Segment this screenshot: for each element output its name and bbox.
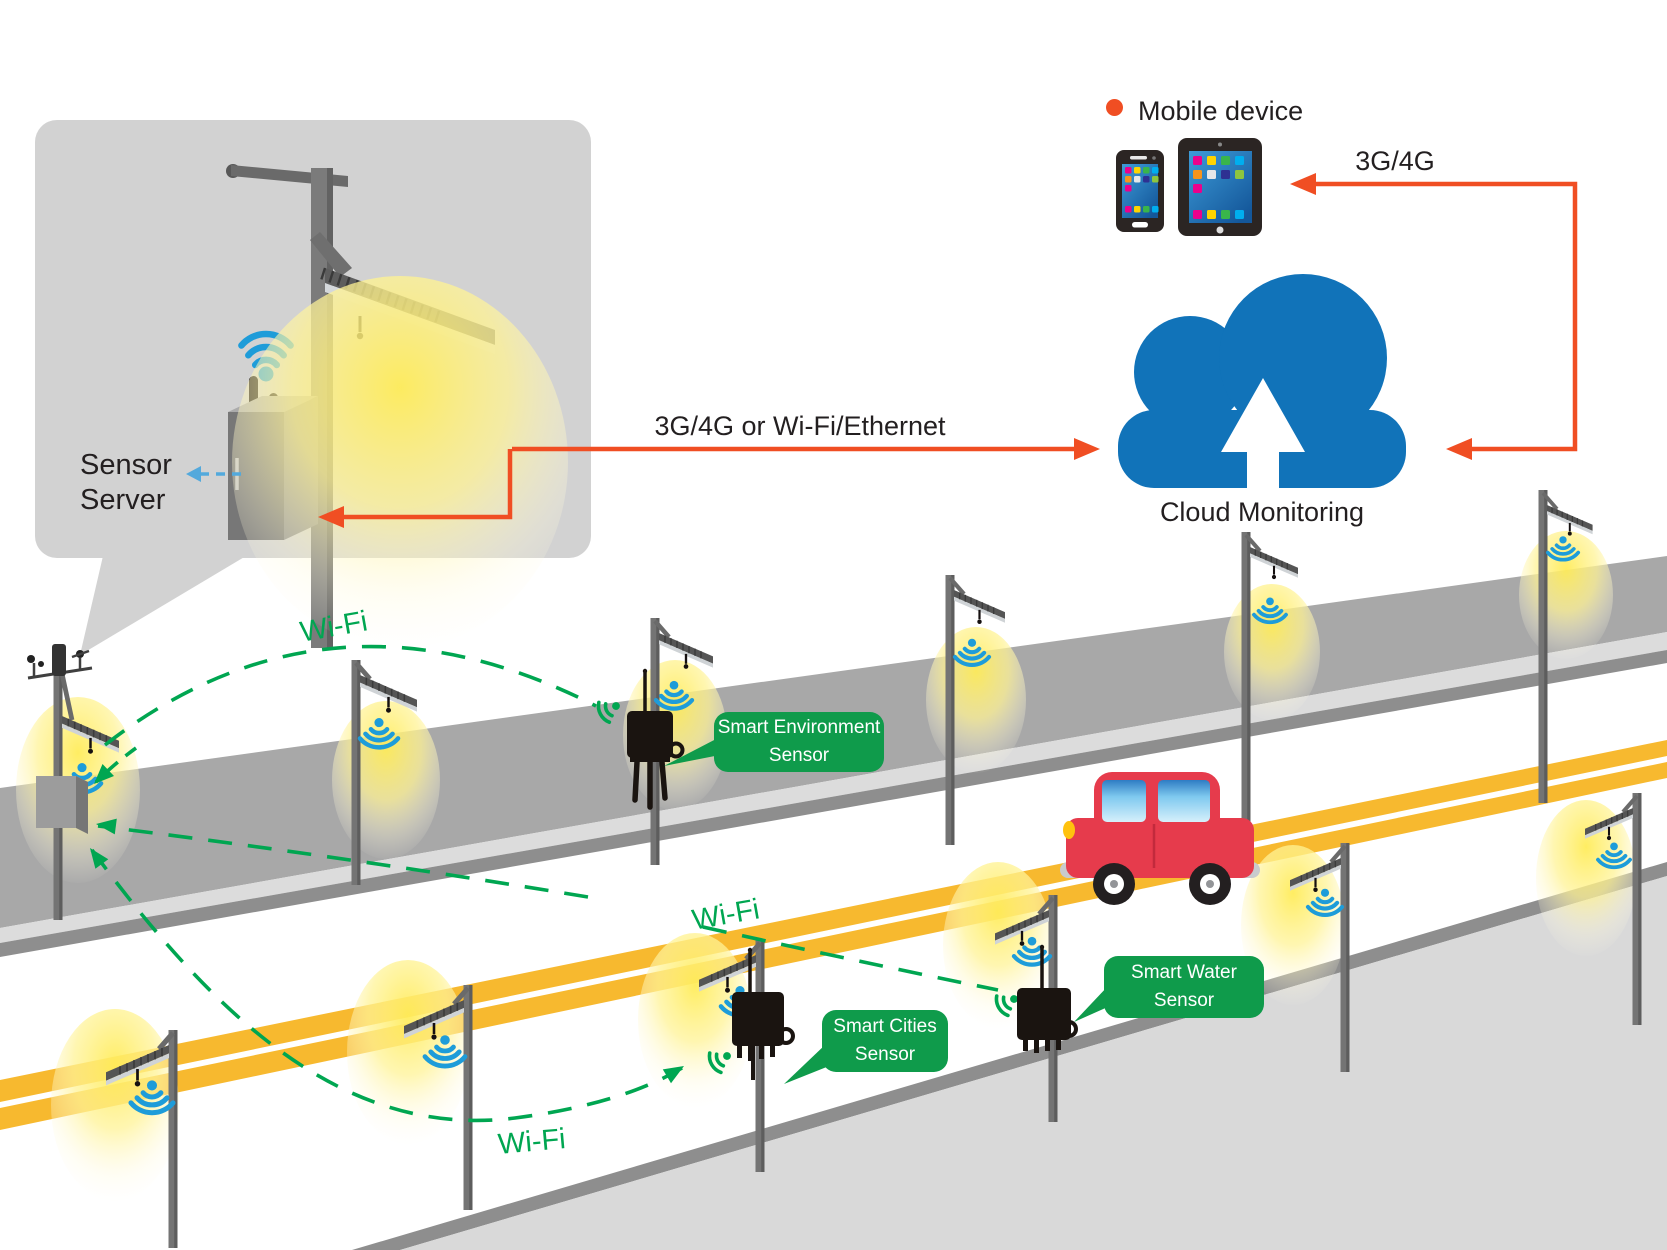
cloud-monitoring-label: Cloud Monitoring [1159,497,1365,527]
wifi-down-icon [128,1080,176,1116]
street-light-icon [404,985,473,1210]
app-icon [1125,185,1132,192]
environment-sensor-bubble: Smart Environment Sensor [664,712,884,772]
app-icon [1207,156,1216,165]
app-icon [1193,210,1202,219]
orange-dot-icon [1106,99,1123,116]
app-icon [1221,156,1230,165]
app-icon [1152,176,1159,183]
app-icon [1207,170,1216,179]
app-icon [1143,206,1150,213]
wifi-down-icon [1545,536,1581,562]
street-light-icon [1241,532,1298,823]
rf-signal-icon [707,1051,731,1075]
wifi-link-arc [90,848,683,1123]
app-icon [1152,206,1159,213]
app-icon [1193,184,1202,193]
wifi-down-icon [1596,842,1632,870]
rf-signal-icon [596,700,620,725]
environment-sensor-device [627,668,685,810]
light-cone [943,862,1053,1028]
weather-station-icon [27,644,93,680]
cities-sensor-device [732,947,795,1080]
light-cones [16,276,1636,1201]
rf-signal-icons [596,700,1018,1075]
car-icon [1060,772,1260,905]
rf-signal-icon [994,994,1018,1018]
wifi-down-icon [1252,597,1288,625]
light-cone [347,960,469,1144]
light-cone [1519,531,1613,659]
street-light-icon [1585,793,1642,1025]
app-icon [1221,210,1230,219]
light-cone [1536,800,1636,956]
inset-pointer [80,556,246,655]
wifi-down-icon [653,680,695,711]
wifi-link-arc [702,925,999,992]
sensor-server-pointer [186,466,248,482]
smartphone-icon [1116,150,1164,232]
light-cone [332,701,440,859]
cloud-monitoring-icon [1118,274,1406,488]
wifi-down-icon [1305,888,1345,917]
app-icon [1221,170,1230,179]
network-links [344,181,1578,520]
street-light-icon [1290,843,1350,1072]
wifi-down-icon [422,1035,468,1069]
app-icon [1235,170,1244,179]
app-icon [1235,156,1244,165]
cities-sensor-bubble: Smart Cities Sensor [784,1010,948,1084]
wifi-link-arc [97,824,589,899]
sensor-server-label: Sensor Server [80,449,172,516]
app-icon [1193,170,1202,179]
street-light-icon [106,1030,178,1248]
app-icon [1134,206,1141,213]
light-cone [926,627,1026,773]
wifi-mesh-arrowheads [90,764,684,1084]
mobile-link-line [1298,181,1578,452]
street-light-icon [945,575,1005,845]
app-icon [1143,176,1150,183]
mobile-device-label: Mobile device [1138,96,1304,126]
wifi-down-icon [952,638,992,667]
app-icon [1193,156,1202,165]
inset-link-line [344,449,513,520]
street-light-icon [351,660,417,885]
app-icon [1235,210,1244,219]
app-icon [1152,167,1159,174]
app-icon [1134,176,1141,183]
app-icon [1143,167,1150,174]
curbside-sensor-box [36,776,88,834]
uplink-label: 3G/4G or Wi-Fi/Ethernet [654,411,946,441]
wifi-down-icon [357,718,401,750]
cities-sensor-bubble-text: Smart Cities Sensor [833,1016,937,1065]
light-cone [232,276,568,648]
water-sensor-bubble-text: Smart Water Sensor [1131,962,1237,1011]
street-light-icon [1538,490,1593,803]
environment-sensor-bubble-text: Smart Environment Sensor [717,717,881,766]
mobile-link-label: 3G/4G [1355,146,1435,176]
network-link-arrowheads [318,173,1472,528]
app-icon [1125,206,1132,213]
wifi-link-arc [103,644,597,747]
app-icon [1125,167,1132,174]
app-icon [1207,210,1216,219]
water-sensor-device [1017,944,1078,1053]
water-sensor-bubble: Smart Water Sensor [1074,956,1264,1022]
upload-arrow-icon [1221,378,1305,488]
app-icon [1125,176,1132,183]
light-cone [1241,845,1345,1005]
app-icon [1134,167,1141,174]
tablet-icon [1178,138,1262,236]
